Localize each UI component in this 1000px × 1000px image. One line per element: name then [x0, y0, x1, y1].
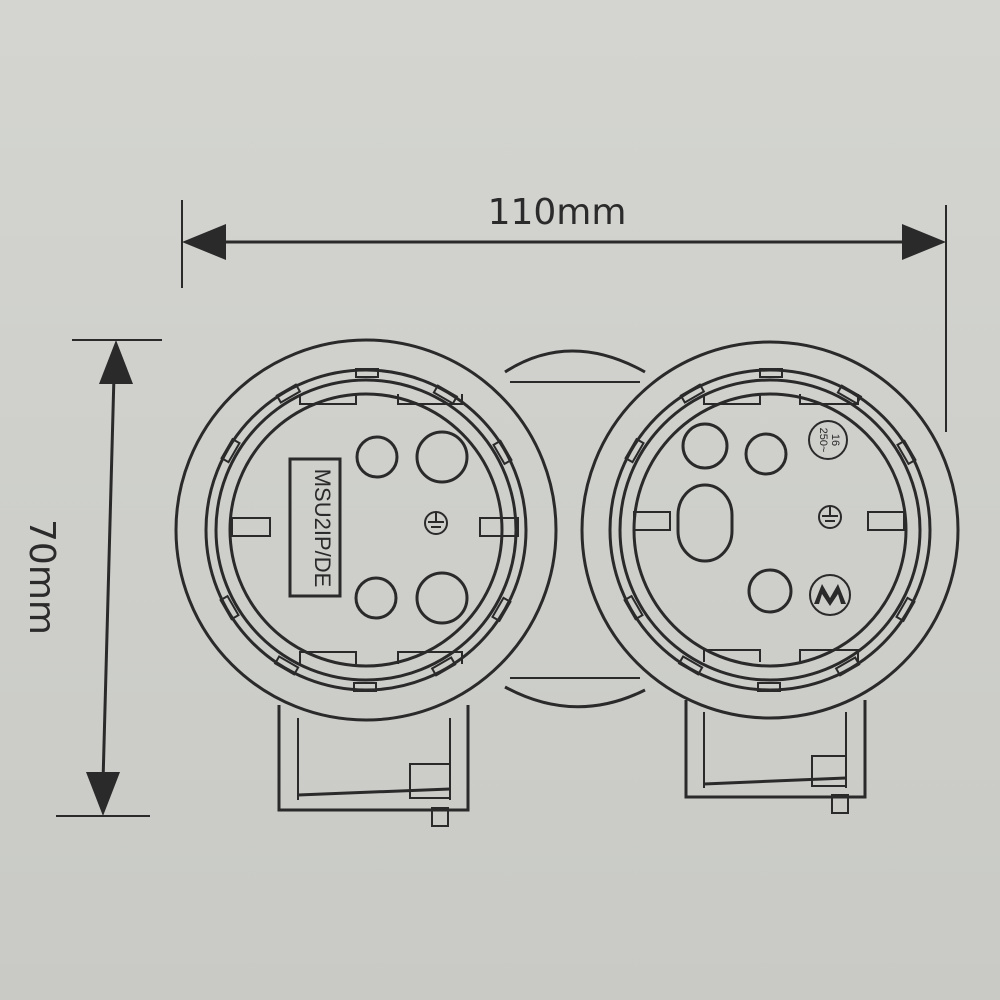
- height-arrow-bottom: [86, 772, 120, 816]
- height-arrow-top: [99, 340, 133, 384]
- width-arrow-left: [182, 224, 226, 260]
- right-bracket-pin: [831, 794, 849, 814]
- right-socket: 16 250~: [580, 340, 960, 814]
- right-clip-top-b: [799, 394, 859, 405]
- right-earth-symbol-icon: [818, 505, 842, 529]
- right-bracket-crossbar: [703, 776, 847, 786]
- left-mounting-bracket: [277, 705, 470, 827]
- left-pin-hole-1: [355, 435, 399, 479]
- right-bracket-tab: [811, 755, 847, 787]
- left-clip-bottom-a: [299, 651, 357, 664]
- right-rating-current: 16: [829, 434, 841, 446]
- left-side-contact-left: [231, 517, 271, 537]
- right-pin-hole-3: [747, 568, 793, 614]
- left-clip-top-a: [299, 394, 357, 405]
- left-clip-top-b: [397, 394, 463, 405]
- right-rating-badge: 16 250~: [808, 420, 848, 460]
- right-outer-rim: [580, 340, 960, 720]
- right-pin-hole-1: [681, 422, 729, 470]
- right-collar-inner: [618, 378, 922, 682]
- left-pin-hole-3: [354, 576, 398, 620]
- left-earth-symbol-icon: [424, 511, 448, 535]
- bridge-top: [504, 349, 646, 374]
- left-pin-hole-4: [415, 571, 469, 625]
- right-manufacturer-logo-icon: [809, 574, 851, 616]
- right-clip-bottom-b: [799, 649, 859, 662]
- right-mounting-bracket: [684, 700, 867, 814]
- left-socket-face: [228, 392, 504, 668]
- left-pin-hole-2: [415, 430, 469, 484]
- right-clip-bottom-a: [703, 649, 761, 662]
- right-side-contact-right: [867, 511, 905, 531]
- height-dimension-line: [101, 374, 116, 783]
- left-bracket-pin: [431, 807, 449, 827]
- left-bracket-tab: [409, 763, 451, 799]
- right-bracket-outline: [684, 700, 867, 799]
- left-socket: MSU2IP/DE: [174, 338, 558, 827]
- center-bridge: [504, 349, 646, 709]
- left-collar-outer: [204, 368, 528, 692]
- width-label: 110mm: [488, 192, 627, 233]
- left-collar-inner: [214, 378, 518, 682]
- height-label: 70mm: [21, 519, 62, 635]
- right-side-contact-left: [633, 511, 671, 531]
- left-model-label-box: [288, 457, 342, 598]
- left-bracket-crossbar: [297, 787, 451, 797]
- left-collar-notches: [219, 368, 513, 692]
- left-outer-rim: [174, 338, 558, 722]
- left-clip-bottom-b: [397, 651, 463, 664]
- left-side-contact-right: [479, 517, 519, 537]
- right-oval-pin-hole: [676, 483, 734, 563]
- right-rating-voltage: 250~: [817, 428, 829, 453]
- width-dimension: 110mm: [181, 192, 947, 432]
- left-bracket-outline: [277, 705, 470, 812]
- right-rating-circle: [808, 420, 848, 460]
- right-clip-top-a: [703, 394, 761, 405]
- height-dimension: 70mm: [21, 339, 162, 817]
- bridge-bottom: [504, 685, 646, 709]
- right-collar-notches: [623, 368, 917, 692]
- left-model-label: MSU2IP/DE: [310, 469, 335, 588]
- width-arrow-right: [902, 224, 946, 260]
- right-pin-hole-2: [744, 432, 788, 476]
